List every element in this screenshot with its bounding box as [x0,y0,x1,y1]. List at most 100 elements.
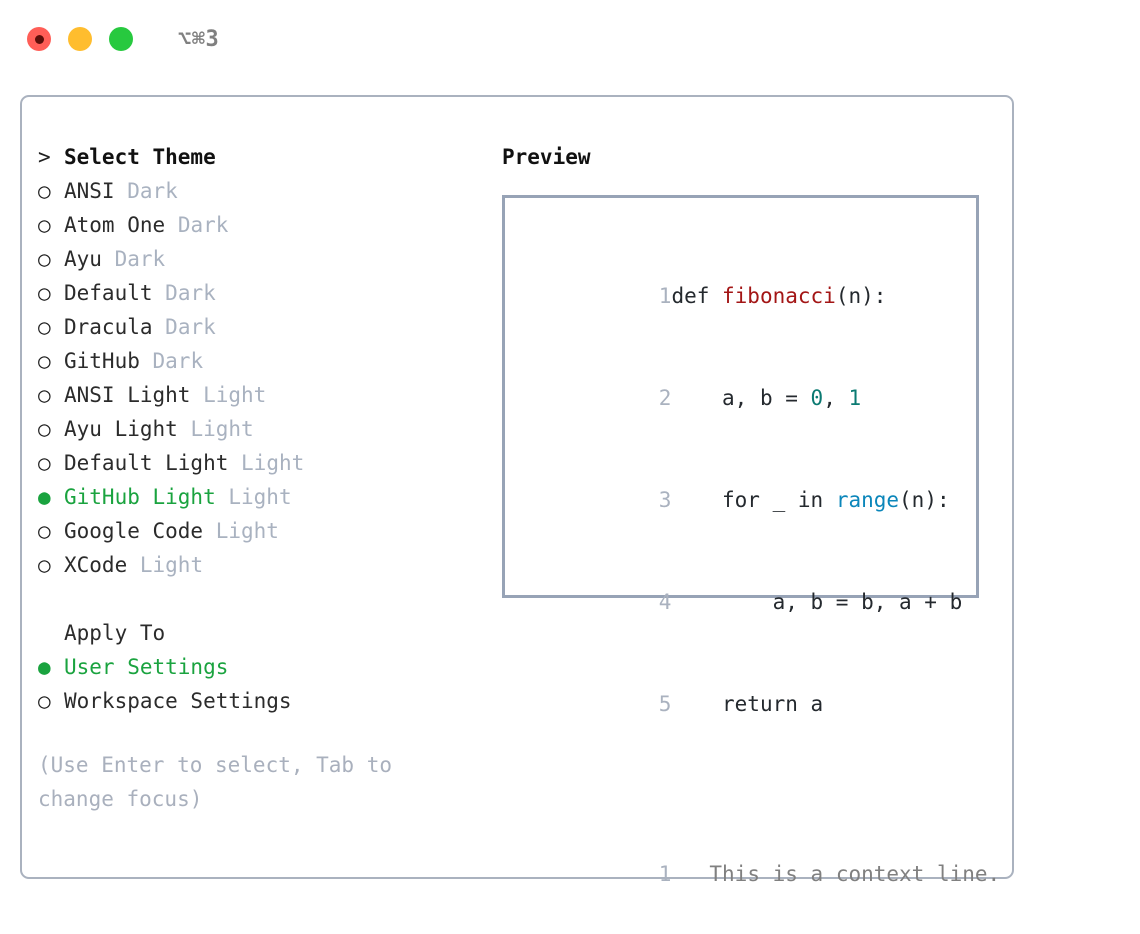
minimize-window-button[interactable] [68,27,92,51]
theme-item-tag: Dark [152,349,204,373]
diff-line-context: 1 This is a context line. [523,823,1000,925]
line-number: 3 [658,488,672,512]
caret-icon: > [38,145,51,169]
diff-text: This is a context line. [709,862,1001,886]
code-indent [671,692,722,716]
close-icon [34,34,44,44]
theme-item-label: Ayu [64,247,102,271]
diff-marker [671,862,709,886]
code-token-number: 0 [810,386,824,410]
apply-to-item-label: User Settings [64,655,229,679]
apply-to-item-label: Workspace Settings [64,689,292,713]
radio-icon[interactable]: ○ [38,689,51,713]
theme-item-label: Google Code [64,519,204,543]
theme-item-tag: Light [215,519,279,543]
theme-item-label: Atom One [64,213,166,237]
radio-icon[interactable]: ○ [38,451,51,475]
theme-item-github[interactable]: ○ GitHub Dark [38,344,468,378]
code-line: 5 return a [523,653,976,755]
code-line: 3 for _ in range(n): [523,449,976,551]
code-token-plain: (n): [835,284,887,308]
radio-icon[interactable]: ○ [38,179,51,203]
preview-title: Preview [502,145,591,169]
theme-item-label: ANSI [64,179,115,203]
theme-item-tag: Dark [177,213,229,237]
theme-item-label: GitHub [64,349,140,373]
apply-to-item-workspace-settings[interactable]: ○ Workspace Settings [38,684,468,718]
radio-icon[interactable]: ○ [38,519,51,543]
theme-item-tag: Light [190,417,254,441]
radio-icon[interactable]: ○ [38,383,51,407]
theme-item-ayu[interactable]: ○ Ayu Dark [38,242,468,276]
theme-item-tag: Dark [165,281,216,305]
select-theme-heading-label: Select Theme [64,145,216,169]
theme-item-ansi-light[interactable]: ○ ANSI Light Light [38,378,468,412]
code-token-plain: , [823,386,849,410]
theme-item-default-light[interactable]: ○ Default Light Light [38,446,468,480]
close-window-button[interactable] [27,27,51,51]
line-number: 2 [658,386,672,410]
code-indent [671,488,722,512]
theme-item-tag: Light [241,451,305,475]
preview-code-box: 1def fibonacci(n): 2 a, b = 0, 1 3 for _… [502,195,1000,886]
theme-item-label: Ayu Light [64,417,178,441]
main-panel: >Select Theme ○ANSI Dark ○Atom One Dark … [20,95,1014,886]
theme-item-tag: Light [228,485,292,509]
code-token-number: 1 [848,386,862,410]
radio-icon[interactable]: ○ [38,281,51,305]
code-indent [671,590,772,614]
theme-item-label: Default Light [64,451,229,475]
radio-icon[interactable]: ○ [38,417,51,441]
theme-item-tag: Light [139,553,204,577]
radio-icon-selected[interactable]: ● [38,485,51,509]
theme-item-label: XCode [64,553,128,577]
theme-item-ayu-light[interactable]: ○ Ayu Light Light [38,412,468,446]
traffic-lights [27,27,133,51]
radio-icon-selected[interactable]: ● [38,655,51,679]
radio-icon[interactable]: ○ [38,553,51,577]
code-token-plain: (n): [899,488,950,512]
apply-to-heading: ○Apply To [38,616,468,650]
code-token-builtin: range [835,488,900,512]
theme-item-label: Default [64,281,153,305]
apply-to-heading-label: Apply To [64,621,166,645]
line-number: 5 [658,692,672,716]
theme-item-tag: Light [203,383,267,407]
theme-item-xcode[interactable]: ○ XCode Light [38,548,468,582]
code-token-plain: return a [722,692,824,716]
code-token-plain: a, b = [722,386,811,410]
code-indent [671,386,722,410]
preview-column: Preview 1def fibonacci(n): 2 a, b = 0, 1… [502,140,1002,886]
theme-item-default[interactable]: ○ Default Dark [38,276,468,310]
theme-picker-column: >Select Theme ○ANSI Dark ○Atom One Dark … [38,140,468,816]
code-token-keyword: def [671,284,723,308]
select-theme-heading: > Select Theme [38,140,468,174]
theme-item-label: ANSI Light [64,383,191,407]
theme-item-tag: Dark [127,179,178,203]
theme-item-dracula[interactable]: ○ Dracula Dark [38,310,468,344]
code-line: 4 a, b = b, a + b [523,551,976,653]
theme-item-google-code[interactable]: ○ Google Code Light [38,514,468,548]
code-blank-line [523,789,976,823]
theme-item-atom-one[interactable]: ○ Atom One Dark [38,208,468,242]
code-token-plain: for _ in [722,488,836,512]
theme-item-ansi[interactable]: ○ ANSI Dark [38,174,468,208]
theme-item-tag: Dark [165,315,216,339]
code-line: 2 a, b = 0, 1 [523,347,976,449]
line-number: 1 [658,284,672,308]
apply-to-item-user-settings[interactable]: ● User Settings [38,650,468,684]
theme-item-tag: Dark [114,247,166,271]
theme-item-label: Dracula [64,315,153,339]
radio-icon[interactable]: ○ [38,315,51,339]
radio-icon[interactable]: ○ [38,247,51,271]
code-blank-line [523,755,976,789]
code-token-function: fibonacci [722,284,836,308]
line-number: 4 [658,590,672,614]
keyboard-shortcut-label: ⌥⌘3 [178,26,220,52]
theme-item-github-light[interactable]: ●GitHub Light Light [38,480,468,514]
radio-icon[interactable]: ○ [38,213,51,237]
code-token-plain: a, b = b, a + b [772,590,963,614]
radio-icon[interactable]: ○ [38,349,51,373]
maximize-window-button[interactable] [109,27,133,51]
